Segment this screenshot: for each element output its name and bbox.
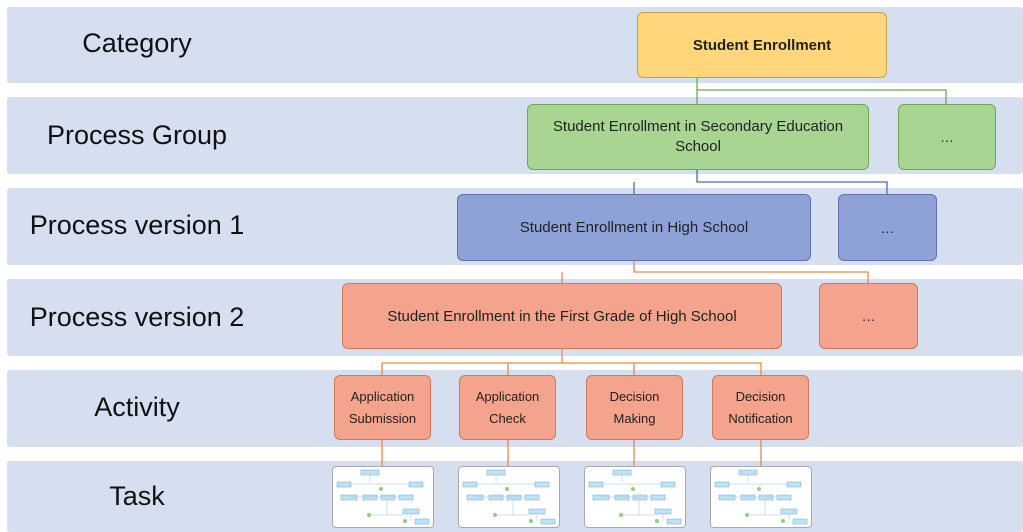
activity-label: Application Check: [475, 388, 540, 426]
process-v1-more-node[interactable]: …: [838, 194, 937, 261]
task-diagram-thumbnail[interactable]: [458, 466, 560, 528]
task-diagram-thumbnail[interactable]: [584, 466, 686, 528]
process-v2-node-label: Student Enrollment in the First Grade of…: [387, 307, 737, 325]
connectors-v1-to-v2: [561, 261, 869, 283]
process-group-node[interactable]: Student Enrollment in Secondary Educatio…: [527, 104, 869, 170]
level-label-process-version-1: Process version 1: [29, 210, 245, 240]
process-v2-more-node[interactable]: …: [819, 283, 918, 349]
bpmn-diagram-icon: [462, 469, 556, 525]
level-label-task: Task: [109, 481, 165, 511]
bpmn-diagram-icon: [588, 469, 682, 525]
process-v1-more-label: …: [880, 219, 895, 236]
level-label-category: Category: [82, 28, 192, 58]
connectors-group-to-v1: [633, 170, 888, 194]
bpmn-diagram-icon: [336, 469, 430, 525]
process-group-node-label: Student Enrollment in Secondary Educatio…: [552, 118, 844, 155]
level-label-process-version-2: Process version 2: [29, 302, 245, 332]
activity-node[interactable]: Application Submission: [334, 375, 431, 440]
level-label-process-group: Process Group: [46, 120, 228, 150]
activity-label: Decision Making: [609, 388, 660, 426]
process-group-more-label: …: [940, 129, 954, 145]
process-v2-more-label: …: [861, 308, 876, 324]
process-group-more-node[interactable]: …: [898, 104, 996, 170]
activity-node[interactable]: Decision Notification: [712, 375, 809, 440]
connectors-activities-to-tasks: [381, 440, 762, 466]
activity-label: Decision Notification: [728, 388, 793, 426]
connectors-v2-to-activities: [381, 349, 762, 375]
activity-node[interactable]: Decision Making: [586, 375, 683, 440]
activity-node[interactable]: Application Check: [459, 375, 556, 440]
bpmn-diagram-icon: [714, 469, 808, 525]
process-v1-node[interactable]: Student Enrollment in High School: [457, 194, 811, 261]
task-diagram-thumbnail[interactable]: [332, 466, 434, 528]
category-node[interactable]: Student Enrollment: [637, 12, 887, 78]
task-diagram-thumbnail[interactable]: [710, 466, 812, 528]
category-node-label: Student Enrollment: [692, 36, 832, 54]
level-label-activity: Activity: [94, 392, 180, 422]
process-v1-node-label: Student Enrollment in High School: [519, 219, 749, 236]
process-v2-node[interactable]: Student Enrollment in the First Grade of…: [342, 283, 782, 349]
connectors-category-to-group: [696, 78, 947, 104]
activity-label: Application Submission: [348, 388, 417, 426]
